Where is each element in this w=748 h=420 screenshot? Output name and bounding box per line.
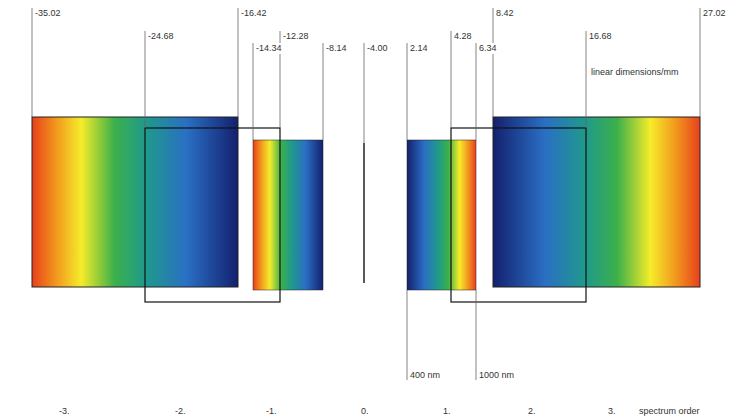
axis-title: linear dimensions/mm xyxy=(590,67,680,78)
dimension-value: 6.34 xyxy=(478,43,498,54)
order-number: -3. xyxy=(58,406,71,417)
dimension-value: -16.42 xyxy=(240,8,268,19)
dimension-value: -4.00 xyxy=(366,43,389,54)
order-minus3-band xyxy=(32,117,238,287)
dimension-value: 2.14 xyxy=(409,43,429,54)
dimension-value: -24.68 xyxy=(147,31,175,42)
dimension-value: 16.68 xyxy=(588,31,613,42)
dimension-value: 4.28 xyxy=(453,31,473,42)
leader-lines xyxy=(32,8,700,380)
order-number: 2. xyxy=(527,406,537,417)
order-number: 1. xyxy=(442,406,452,417)
order-number: 0. xyxy=(360,406,370,417)
dimension-value: 8.42 xyxy=(495,8,515,19)
dimension-value: -12.28 xyxy=(282,31,310,42)
order-3-band xyxy=(493,117,700,287)
order-1-band xyxy=(407,140,476,290)
order-minus2-outline xyxy=(145,128,280,302)
order-number: 3. xyxy=(607,406,617,417)
order-number: -1. xyxy=(265,406,278,417)
order-2-outline xyxy=(451,128,586,302)
order-minus1-band xyxy=(253,140,323,290)
zero-order-line xyxy=(363,143,365,283)
wavelength-label: 400 nm xyxy=(409,370,441,381)
dimension-value: 27.02 xyxy=(702,8,727,19)
axis-title: spectrum order xyxy=(638,406,701,417)
wavelength-label: 1000 nm xyxy=(478,370,515,381)
dimension-value: -35.02 xyxy=(34,8,62,19)
order-number: -2. xyxy=(174,406,187,417)
dimension-value: -14.34 xyxy=(255,43,283,54)
dimension-value: -8.14 xyxy=(325,43,348,54)
